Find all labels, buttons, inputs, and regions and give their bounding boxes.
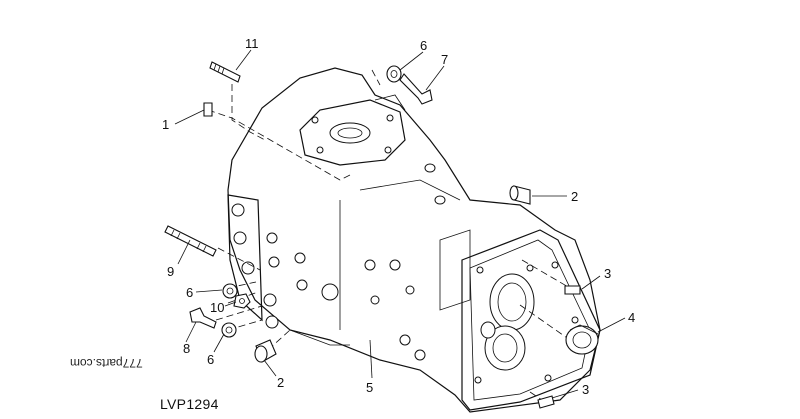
watermark: 777parts.com bbox=[70, 356, 143, 370]
seal-4 bbox=[565, 324, 599, 355]
callout-2-lower: 2 bbox=[277, 375, 284, 390]
washer-6-top bbox=[386, 65, 402, 83]
bushing-2-right bbox=[509, 185, 531, 205]
washer-6-left-lower bbox=[221, 322, 237, 338]
callout-1: 1 bbox=[162, 117, 169, 132]
callout-8: 8 bbox=[183, 341, 190, 356]
callout-labels: 11 6 7 1 2 9 3 4 6 10 8 6 2 5 3 bbox=[162, 36, 635, 397]
stud-9 bbox=[164, 225, 217, 257]
callout-11: 11 bbox=[245, 36, 259, 51]
bolt-7 bbox=[399, 73, 433, 105]
bolt-8 bbox=[189, 307, 217, 329]
washer-6-left-upper bbox=[222, 283, 238, 299]
dowel-pin-1 bbox=[203, 102, 213, 117]
callout-5: 5 bbox=[366, 380, 373, 395]
callout-6-top: 6 bbox=[420, 38, 427, 53]
callout-3-lower: 3 bbox=[582, 382, 589, 397]
callout-10: 10 bbox=[210, 300, 224, 315]
figure-caption: LVP1294 bbox=[160, 396, 219, 412]
callout-2-right: 2 bbox=[571, 189, 578, 204]
callout-4: 4 bbox=[628, 310, 635, 325]
callout-6-left-lower: 6 bbox=[207, 352, 214, 367]
bushing-2-lower bbox=[254, 339, 277, 363]
pin-3-upper bbox=[564, 285, 581, 295]
stud-11 bbox=[209, 61, 241, 83]
pin-3-lower bbox=[537, 395, 555, 409]
transmission-housing bbox=[227, 67, 601, 413]
callout-3-upper: 3 bbox=[604, 266, 611, 281]
callout-9: 9 bbox=[167, 264, 174, 279]
callout-7: 7 bbox=[441, 52, 448, 67]
nut-10 bbox=[233, 293, 251, 309]
assembly-guide-lines bbox=[207, 69, 571, 403]
leader-lines bbox=[174, 49, 626, 399]
callout-6-left-upper: 6 bbox=[186, 285, 193, 300]
